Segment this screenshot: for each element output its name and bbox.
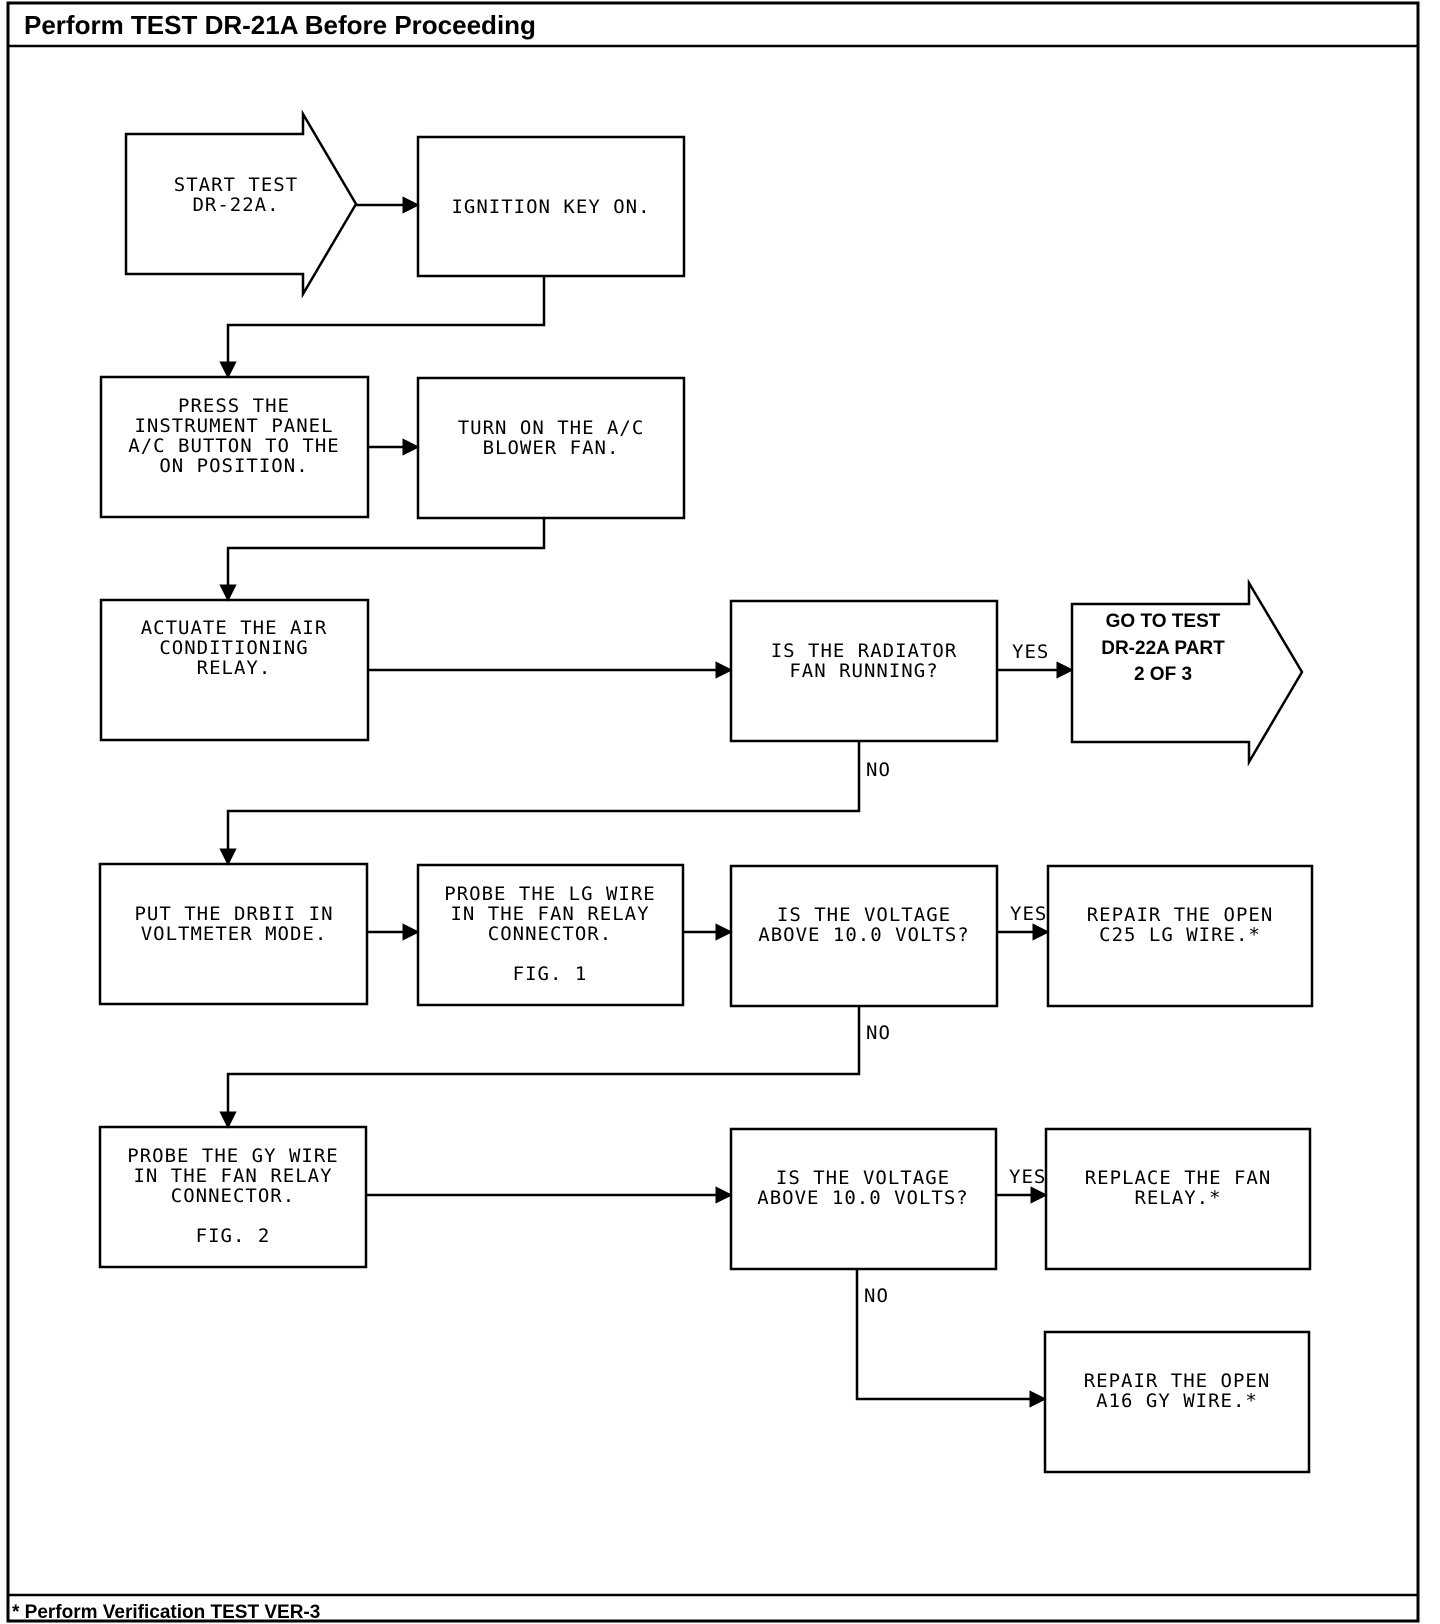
actuate-line-3: RELAY.	[197, 657, 272, 679]
probe-gy-line-5: FIG. 2	[196, 1225, 271, 1247]
radiator-question-box	[729, 599, 999, 743]
repair-gy-line-1: REPAIR THE OPEN	[1084, 1370, 1271, 1392]
actuate-line-2: CONDITIONING	[159, 637, 308, 659]
repair-gy-line-2: A16 GY WIRE.*	[1096, 1390, 1258, 1412]
repair-lg-line-1: REPAIR THE OPEN	[1087, 904, 1274, 926]
no-label-voltage1: NO	[866, 1022, 891, 1044]
voltage1-line-2: ABOVE 10.0 VOLTS?	[758, 924, 969, 946]
actuate-line-1: ACTUATE THE AIR	[141, 617, 328, 639]
arrow-blower-to-actuate	[219, 518, 546, 602]
ignition-box	[416, 135, 686, 278]
ignition-line-1: IGNITION KEY ON.	[451, 196, 650, 218]
probe-gy-line-3: CONNECTOR.	[171, 1185, 295, 1207]
blower-line-2: BLOWER FAN.	[483, 437, 620, 459]
no-label-voltage2: NO	[864, 1285, 889, 1307]
blower-line-1: TURN ON THE A/C	[458, 417, 645, 439]
probe-lg-line-3: CONNECTOR.	[488, 923, 612, 945]
start-line-1: START TEST	[174, 174, 298, 196]
yes-label-voltage2: YES	[1009, 1166, 1046, 1188]
goto-arrow-shape	[1070, 578, 1304, 767]
voltage1-line-1: IS THE VOLTAGE	[777, 904, 951, 926]
repair-lg-box	[1046, 864, 1314, 1008]
replace-relay-box	[1044, 1127, 1312, 1271]
footer-note: * Perform Verification TEST VER-3	[12, 1602, 320, 1623]
header-title: Perform TEST DR-21A Before Proceeding	[24, 10, 536, 40]
radiator-line-2: FAN RUNNING?	[789, 660, 938, 682]
arrow-radiator-no	[219, 741, 861, 866]
replace-line-2: RELAY.*	[1134, 1187, 1221, 1209]
arrow-ignition-to-press	[219, 276, 546, 379]
voltage2-question-box	[729, 1127, 998, 1271]
voltage2-line-2: ABOVE 10.0 VOLTS?	[757, 1187, 968, 1209]
arrow-voltage2-no	[855, 1269, 1047, 1408]
press-ac-line-3: A/C BUTTON TO THE	[128, 435, 339, 457]
yes-label-radiator: YES	[1012, 641, 1049, 663]
repair-gy-box	[1043, 1330, 1311, 1474]
start-node-text: START TEST DR-22A.	[174, 174, 298, 216]
probe-gy-line-1: PROBE THE GY WIRE	[127, 1145, 338, 1167]
probe-gy-box	[98, 1125, 368, 1269]
outer-border	[6, 1, 1420, 1623]
probe-lg-line-2: IN THE FAN RELAY	[450, 903, 649, 925]
replace-line-1: REPLACE THE FAN	[1085, 1167, 1272, 1189]
radiator-line-1: IS THE RADIATOR	[771, 640, 958, 662]
start-arrow-shape	[124, 109, 358, 299]
blower-box	[416, 376, 686, 520]
no-label-radiator: NO	[866, 759, 891, 781]
drbii-line-1: PUT THE DRBII IN	[134, 903, 333, 925]
goto-line-1: GO TO TEST	[1106, 611, 1221, 632]
repair-lg-line-2: C25 LG WIRE.*	[1099, 924, 1261, 946]
voltage2-line-1: IS THE VOLTAGE	[776, 1167, 950, 1189]
voltage1-question-box	[729, 864, 999, 1008]
goto-line-3: 2 OF 3	[1134, 664, 1192, 685]
press-ac-line-4: ON POSITION.	[159, 455, 308, 477]
start-line-2: DR-22A.	[192, 194, 279, 216]
probe-gy-line-2: IN THE FAN RELAY	[133, 1165, 332, 1187]
arrow-voltage1-no	[219, 1006, 861, 1129]
drbii-box	[98, 862, 369, 1006]
goto-line-2: DR-22A PART	[1101, 638, 1225, 659]
yes-label-voltage1: YES	[1010, 903, 1047, 925]
press-ac-line-1: PRESS THE	[178, 395, 290, 417]
drbii-line-2: VOLTMETER MODE.	[141, 923, 328, 945]
probe-lg-line-1: PROBE THE LG WIRE	[444, 883, 655, 905]
probe-lg-line-5: FIG. 1	[513, 963, 588, 985]
press-ac-line-2: INSTRUMENT PANEL	[134, 415, 333, 437]
